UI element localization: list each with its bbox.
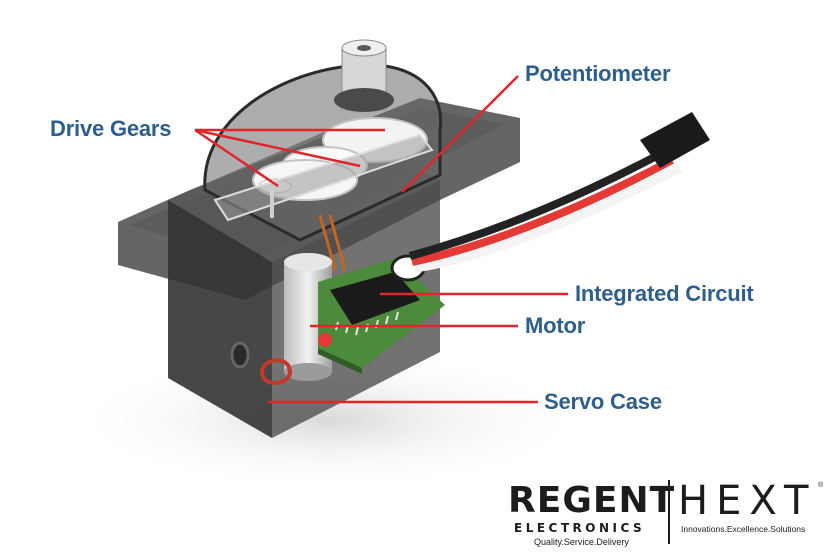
motor-top xyxy=(284,253,332,271)
hext-registered-mark: ® xyxy=(818,482,824,489)
regent-logo-subtitle: ELECTRONICS xyxy=(514,521,646,535)
mounting-hole xyxy=(230,341,250,369)
cable-white xyxy=(414,164,683,273)
cable-black xyxy=(408,148,666,260)
company-logos: REGENT ELECTRONICS Quality.Service.Deliv… xyxy=(500,478,830,558)
label-motor: Motor xyxy=(525,313,586,338)
leader-potentiometer xyxy=(401,75,519,193)
cable-connector xyxy=(640,112,710,168)
label-potentiometer: Potentiometer xyxy=(525,61,671,86)
potentiometer-plate xyxy=(213,133,434,222)
hext-logo-tagline: Innovations.Excellence.Solutions xyxy=(681,524,806,534)
motor-coil xyxy=(259,358,293,385)
regent-logo-name: REGENT xyxy=(508,480,676,521)
logo-divider xyxy=(668,480,670,544)
motor-bottom xyxy=(284,363,332,381)
hext-logo-name: HEXT xyxy=(678,478,817,524)
pcb-edge xyxy=(318,348,362,374)
leader-drive-gear-2 xyxy=(194,128,361,168)
output-shaft-hole xyxy=(357,45,371,51)
motor-wires-2 xyxy=(328,214,347,271)
motor-wires xyxy=(318,214,337,271)
regent-logo-tagline: Quality.Service.Delivery xyxy=(534,537,629,547)
ic-chip xyxy=(330,272,420,325)
cable-red xyxy=(411,156,674,266)
leader-drive-gear-3 xyxy=(194,128,279,188)
servo-case-front xyxy=(168,200,272,438)
label-integrated-circuit: Integrated Circuit xyxy=(575,281,754,306)
pcb-capacitor xyxy=(318,333,332,347)
label-servo-case: Servo Case xyxy=(544,389,662,414)
output-shaft-base xyxy=(334,88,394,112)
label-drive-gears: Drive Gears xyxy=(50,116,172,141)
